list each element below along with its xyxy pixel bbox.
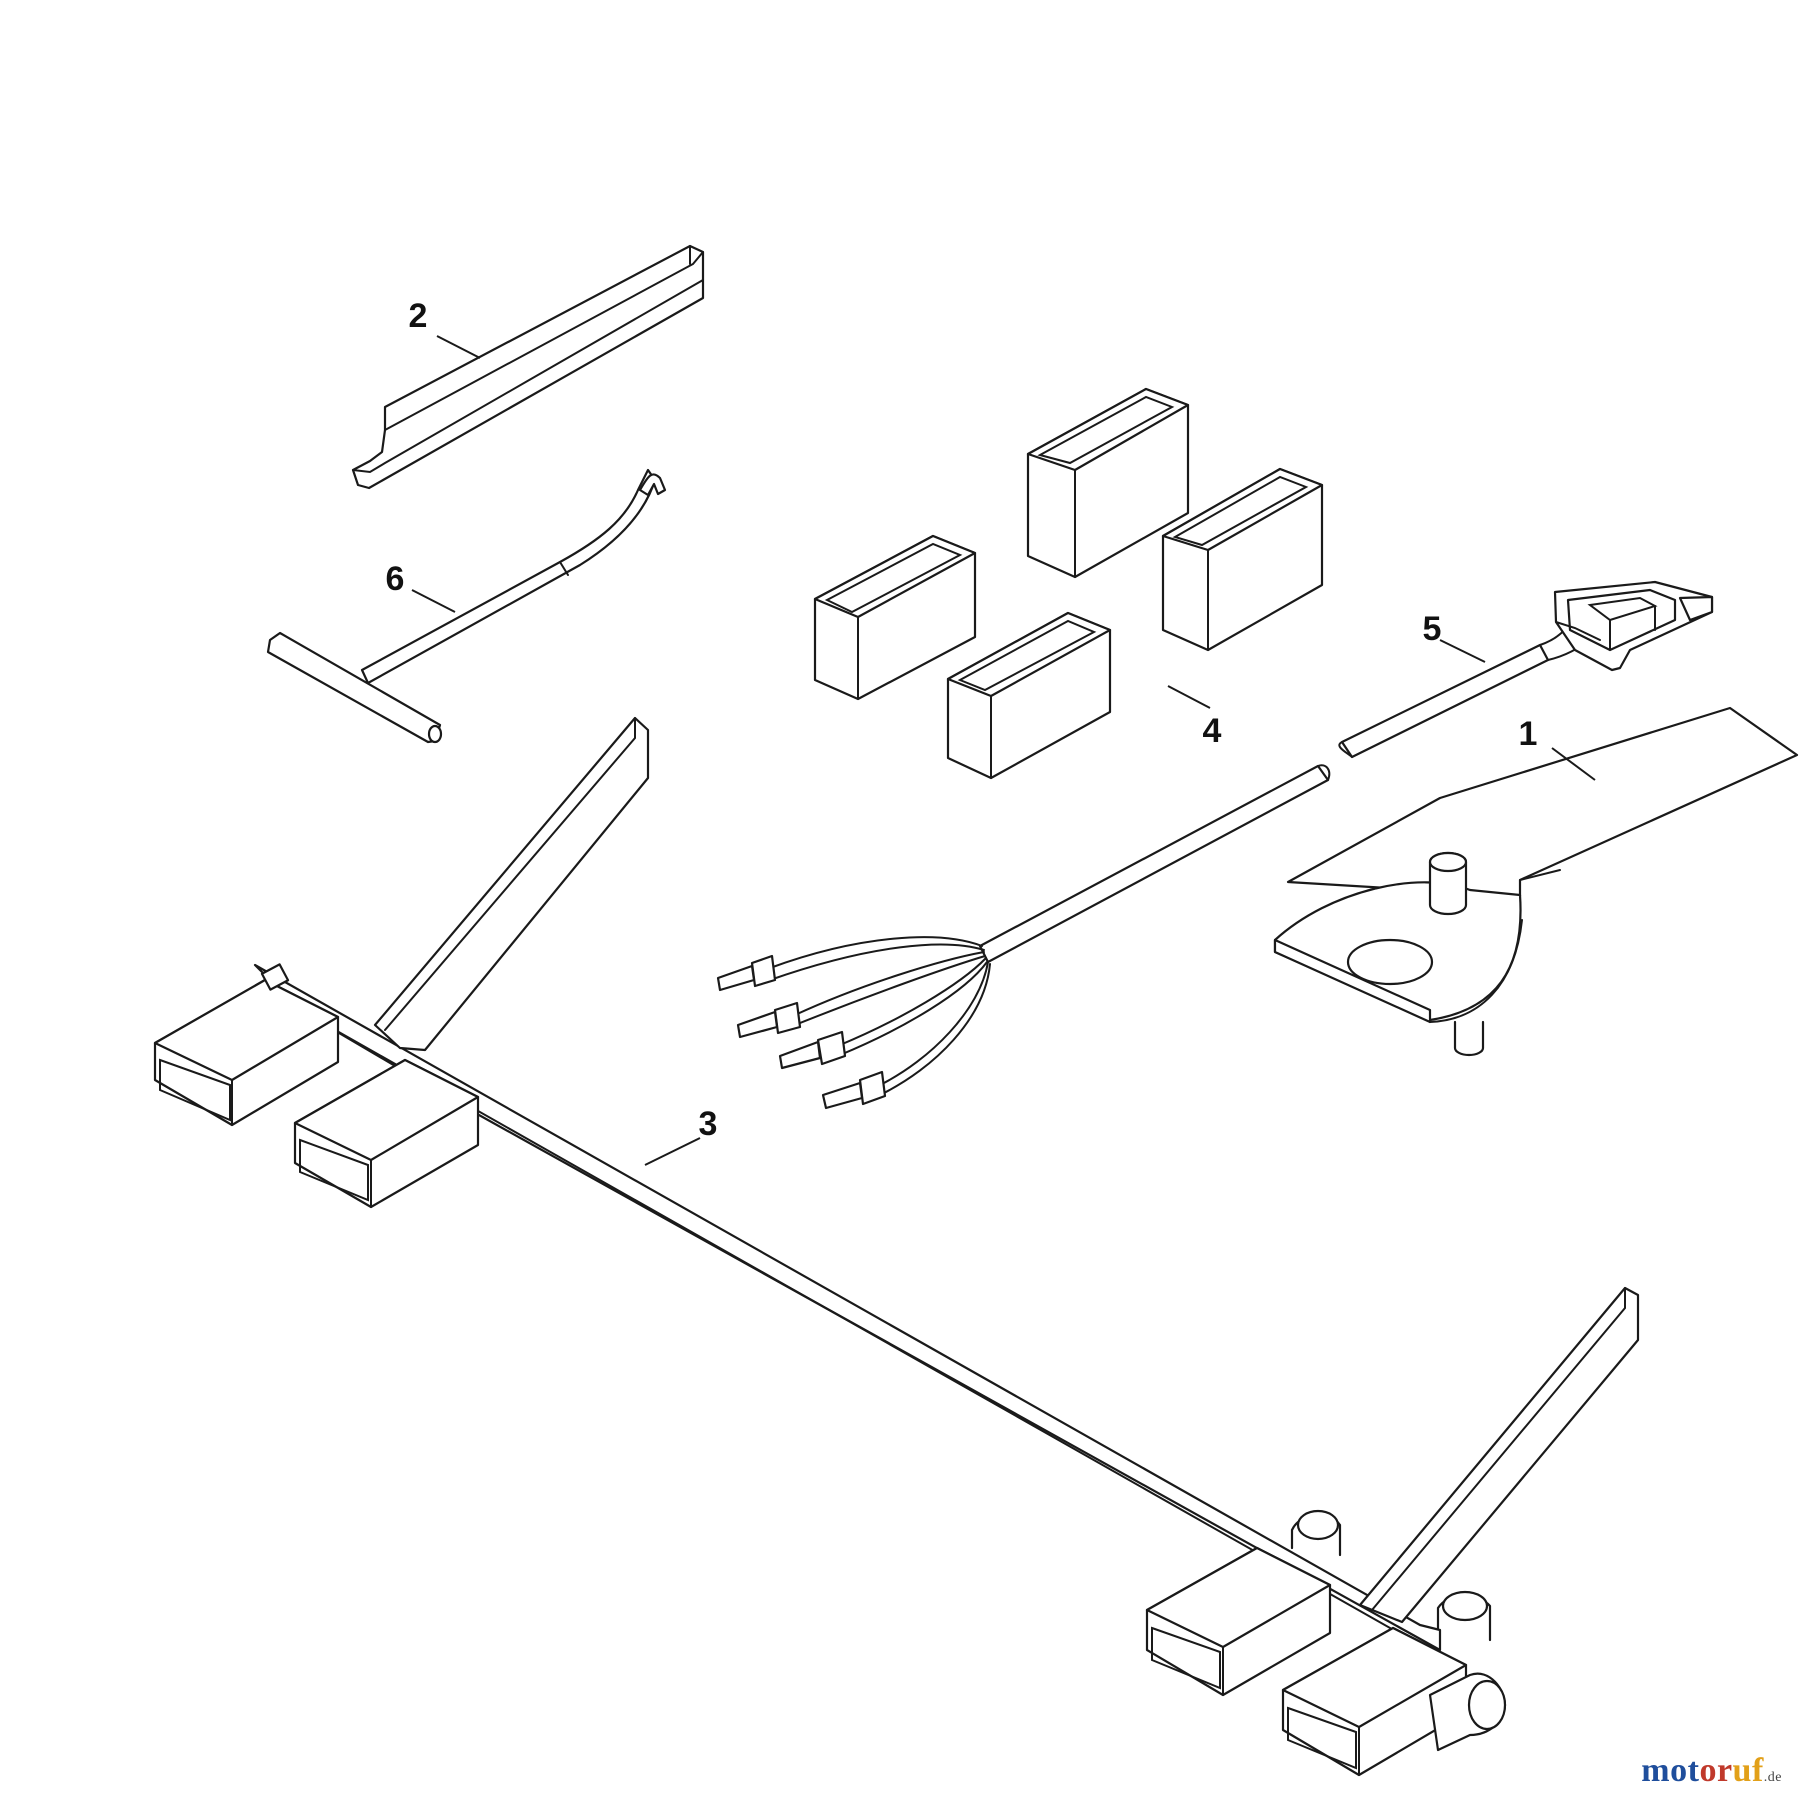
part-4-boxes: [813, 387, 1324, 780]
box-b: [1161, 467, 1324, 652]
frame-stud-1: [1290, 1509, 1342, 1557]
leader-2: [436, 335, 481, 359]
callout-labels: 1 2 3 4 5 6: [386, 297, 1538, 1143]
callout-6: 6: [386, 560, 405, 598]
part-3-frame: [153, 716, 1640, 1777]
callout-3: 3: [699, 1105, 718, 1143]
box-a: [1026, 387, 1190, 579]
watermark-tld: .de: [1763, 1770, 1782, 1785]
frame-socket-3: [1145, 1546, 1332, 1697]
leader-5: [1439, 639, 1486, 663]
part-5-cable: [716, 580, 1714, 1110]
callout-5: 5: [1423, 610, 1442, 648]
leader-1: [1551, 747, 1596, 781]
part-6-t-handle-hook: [266, 468, 667, 744]
watermark-part-2: or: [1699, 1752, 1733, 1789]
callout-2: 2: [409, 297, 428, 335]
wire-terminal-3: [778, 1030, 847, 1070]
watermark-part-3: uf: [1732, 1752, 1764, 1789]
wire-terminal-4: [821, 1070, 887, 1110]
callout-4: 4: [1203, 712, 1222, 750]
box-c: [813, 534, 977, 701]
frame-stud-3: [1428, 1672, 1507, 1752]
leader-4: [1167, 685, 1211, 709]
callout-1: 1: [1519, 715, 1538, 753]
watermark-logo: motoruf.de: [1641, 1752, 1782, 1790]
leader-lines: [411, 335, 1596, 1166]
frame-socket-1: [153, 963, 340, 1127]
watermark-part-1: mot: [1641, 1752, 1700, 1789]
wire-terminal-2: [736, 1001, 802, 1039]
part-1-plate: [1273, 706, 1799, 1057]
leader-3: [644, 1137, 701, 1166]
cable-connector: [1539, 580, 1714, 672]
leader-6: [411, 589, 456, 613]
wire-terminal-1: [716, 954, 777, 992]
part-2-bar: [351, 244, 705, 490]
frame-stud-2: [1436, 1590, 1492, 1642]
box-d: [946, 611, 1112, 780]
frame-socket-2: [293, 1058, 480, 1209]
